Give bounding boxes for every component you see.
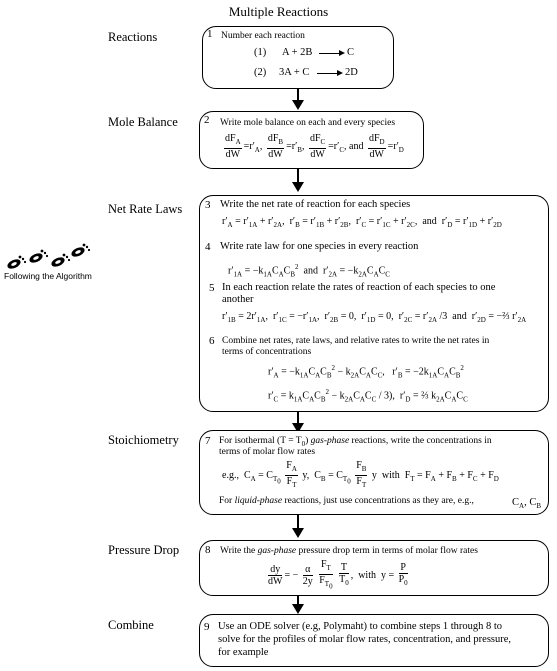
flow-arrow [297, 515, 299, 529]
flow-arrowhead [292, 423, 304, 433]
step-text: For liquid-phase reactions, just use con… [219, 496, 474, 506]
rate-law-equations: r′1A = −k1ACACB2 and r′2A = −k2ACACC [228, 263, 390, 279]
reaction-label-1: (1) [254, 47, 267, 58]
step-box-reactions [202, 26, 394, 89]
step-box-combine [199, 614, 549, 667]
step-text: Write mole balance on each and every spe… [220, 118, 396, 128]
step-text: In each reaction relate the rates of rea… [222, 282, 496, 293]
step-number: 9 [204, 621, 210, 633]
step-label-stoichiometry: Stoichiometry [108, 433, 179, 447]
step-number: 3 [205, 199, 211, 211]
step-label-combine: Combine [108, 618, 154, 632]
step-number: 5 [209, 282, 215, 294]
step-number: 6 [209, 335, 215, 347]
step-label-pressure-drop: Pressure Drop [108, 543, 180, 557]
step-label-mole-balance: Mole Balance [108, 115, 178, 129]
step-text: Number each reaction [221, 31, 305, 41]
relative-rate-equations: r′1B = 2r′1A, r′1C = −r′1A, r′2B = 0, r′… [222, 311, 527, 324]
step-box-mole-balance [199, 111, 424, 169]
reaction-product-1: C [347, 47, 355, 58]
flow-arrow [297, 412, 299, 424]
reaction-arrow [319, 53, 341, 54]
step-text: For isothermal (T = T0) gas-phase reacti… [219, 436, 492, 448]
reaction-arrow [317, 73, 339, 74]
flow-arrow [297, 596, 299, 606]
step-text: Combine net rates, rate laws, and relati… [222, 336, 490, 346]
step-number: 8 [205, 544, 211, 556]
step-text: Use an ODE solver (e.g, Polymaht) to com… [218, 621, 503, 632]
logo-caption: Following the Algorithm [4, 271, 92, 281]
reaction-reactants-2: 3A + C [279, 67, 310, 78]
step-text: for example [218, 647, 269, 658]
footprints-logo [7, 243, 91, 269]
flow-arrowhead [292, 528, 304, 538]
step-number: 4 [205, 241, 211, 253]
step-box-pressure-drop [199, 540, 549, 596]
reaction-product-2: 2D [345, 67, 358, 78]
flow-arrowhead [292, 100, 304, 110]
step-text: another [222, 294, 254, 305]
step-text: Write rate law for one species in every … [220, 241, 419, 252]
page-title: Multiple Reactions [228, 4, 329, 19]
step-number: 1 [207, 28, 213, 40]
combined-rate-equations: r′C = k1ACACB2 − k2ACACC / 3), r′D = ⅔ k… [268, 388, 468, 404]
reaction-label-2: (2) [254, 67, 267, 78]
combined-rate-equations: r′A = −k1ACACB2 − k2ACACC, r′B = −2k1ACA… [268, 364, 464, 380]
step-box-net-rate-laws [199, 195, 549, 412]
step-number: 2 [204, 114, 210, 126]
step-number: 7 [205, 435, 211, 447]
step-text: solve for the profiles of molar flow rat… [218, 634, 512, 645]
reaction-arrowhead [339, 50, 345, 56]
flow-arrowhead [292, 182, 304, 192]
concentration-example: CA, CB [512, 497, 542, 511]
step-label-net-rate-laws: Net Rate Laws [108, 202, 183, 216]
step-text: terms of concentrations [222, 347, 312, 357]
step-text: Write the gas-phase pressure drop term i… [220, 546, 478, 556]
flow-arrow [297, 89, 299, 101]
step-text: terms of molar flow rates [219, 447, 316, 457]
step-label-reactions: Reactions [108, 30, 158, 44]
reaction-reactants-1: A + 2B [282, 47, 313, 58]
step-text: Write the net rate of reaction for each … [220, 199, 411, 210]
net-rate-equations: r′A = r′1A + r′2A, r′B = r′1B + r′2B, r′… [222, 216, 502, 229]
reaction-arrowhead [337, 70, 343, 76]
flow-arrowhead [292, 604, 304, 614]
flow-arrow [297, 169, 299, 183]
step-box-stoichiometry [199, 430, 549, 515]
